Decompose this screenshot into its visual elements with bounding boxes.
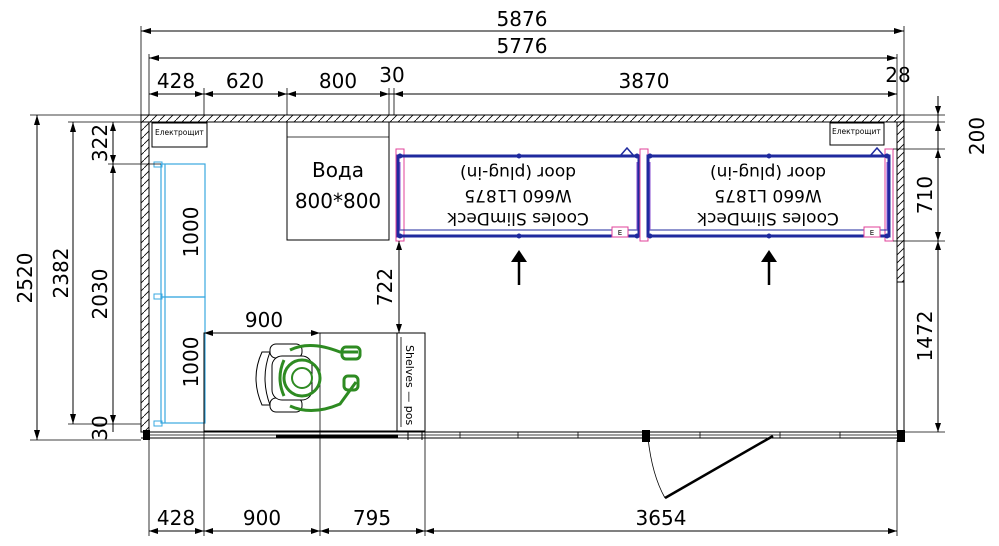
person-icon [278,344,362,412]
dim-mid-722: 722 [373,268,397,306]
electrical-panel-left: Електрощит [151,122,208,148]
shelves-unit: Shelves — pos [396,332,426,432]
dim-top-428: 428 [157,69,195,93]
dim-top-620: 620 [226,69,264,93]
cooler-1-size: W660 L1875 [464,185,571,205]
shelves-label: Shelves — pos [403,345,416,425]
cooler-2-tag: E [870,229,874,237]
dim-bottom-428: 428 [157,506,195,530]
cooler-1-door: door (plug-in) [460,162,576,182]
water-size: 800*800 [295,189,381,213]
cooler-1: E Cooles SlimDeck W660 L1875 door (plug-… [395,146,641,285]
dim-left-322: 322 [88,124,112,162]
panel-right-label: Електрощит [832,127,881,136]
shelf-upper-length: 1000 [179,207,203,258]
left-shelving: 1000 1000 [153,161,206,427]
dim-bottom-795: 795 [353,506,391,530]
dim-right-1472: 1472 [913,311,937,362]
panel-left-label: Електрощит [155,128,204,137]
dim-top-30: 30 [379,63,404,87]
cooler-2: E Cooles SlimDeck W660 L1875 door (plug-… [639,146,894,285]
dim-left-2382: 2382 [49,248,73,299]
dimension-labels: 5876 5776 428 620 800 30 3870 28 2520 23… [13,7,989,530]
dim-right-200: 200 [965,117,989,155]
dim-total-inner: 5776 [497,34,548,58]
shelf-lower-length: 1000 [179,337,203,388]
cooler-2-door: door (plug-in) [710,162,826,182]
post [143,430,150,440]
dim-left-2520: 2520 [13,253,37,304]
cooler-2-model: Cooles SlimDeck [697,208,839,228]
dim-bottom-3654: 3654 [636,506,687,530]
dim-mid-900: 900 [245,308,283,332]
post [642,430,650,442]
dim-right-710: 710 [913,176,937,214]
dim-top-28: 28 [885,63,910,87]
dim-top-800: 800 [319,69,357,93]
cooler-1-tag: E [618,229,622,237]
dim-left-30: 30 [88,415,112,440]
water-tank: Вода 800*800 [286,121,390,241]
dim-total-outer: 5876 [497,7,548,31]
entrance-door [647,434,774,500]
cooler-1-model: Cooles SlimDeck [447,208,589,228]
post [897,430,905,442]
dim-bottom-900: 900 [243,506,281,530]
cooler-2-size: W660 L1875 [714,185,821,205]
left-wall [140,121,150,433]
top-wall [140,114,905,123]
right-wall-upper [896,121,905,283]
water-label: Вода [312,158,364,182]
electrical-panel-right: Електрощит [829,122,885,146]
dimension-lines [30,26,945,536]
dim-left-2030: 2030 [88,269,112,320]
dim-top-3870: 3870 [619,69,670,93]
